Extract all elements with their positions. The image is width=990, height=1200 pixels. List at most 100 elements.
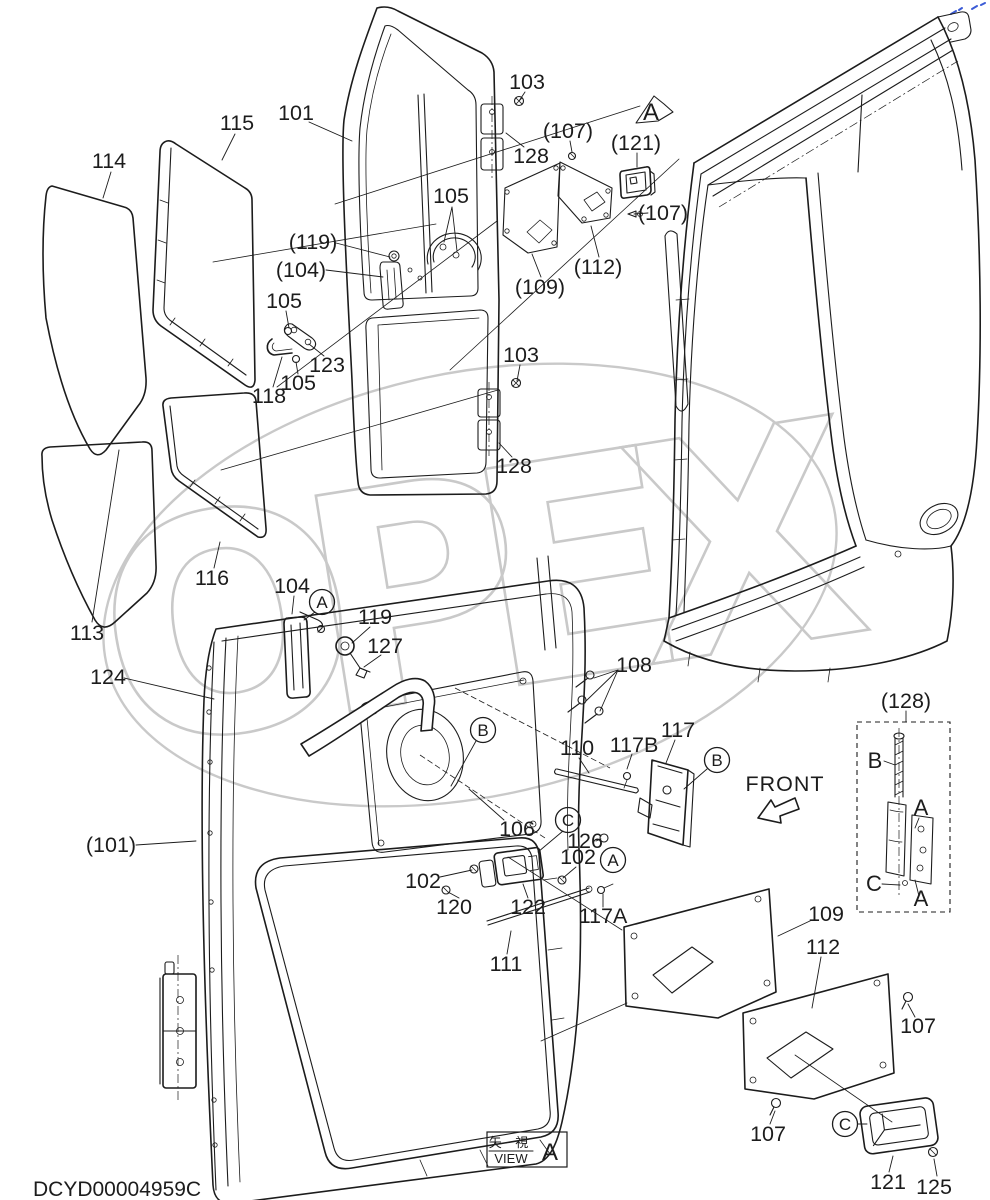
window-run-strips <box>536 555 557 651</box>
detail-letter-B-0: B <box>868 748 883 773</box>
drawing-code: DCYD00004959C <box>33 1178 201 1200</box>
callout-107-5: (107) <box>543 119 593 143</box>
hook-118 <box>266 338 293 356</box>
callout-101-2: 101 <box>278 101 314 125</box>
callout-117-28: 117 <box>661 718 695 742</box>
view-box-kanji: 矢 視 <box>489 1135 534 1150</box>
callout-103-0: 103 <box>509 70 545 94</box>
svg-text:C: C <box>562 811 574 830</box>
callout-118-16: 118 <box>252 384 286 408</box>
callout-121-42: 121 <box>870 1170 906 1194</box>
screw-107-top <box>567 151 577 161</box>
view-triangle-letter: A <box>643 99 659 126</box>
glass-panel-114 <box>42 185 147 456</box>
upper-door <box>342 6 525 496</box>
callout-107-40: 107 <box>900 1014 936 1038</box>
front-arrow <box>757 797 800 824</box>
callout-105-7: 105 <box>433 184 469 208</box>
callout-107-41: 107 <box>750 1122 786 1146</box>
panel-109-top <box>502 162 561 254</box>
panel-109-bottom <box>623 888 777 1019</box>
callout-105-15: 105 <box>280 371 316 395</box>
callout-128-44: (128) <box>881 689 931 713</box>
handle-121-bottom <box>859 1097 939 1155</box>
front-label: FRONT <box>745 772 824 796</box>
svg-text:B: B <box>477 721 488 740</box>
glass-panel-113 <box>41 441 157 628</box>
callout-109-12: (109) <box>515 275 565 299</box>
bolt-117B <box>622 771 632 789</box>
panel-112-top <box>557 161 613 224</box>
callout-112-39: 112 <box>806 935 840 959</box>
callout-104-10: (104) <box>276 258 326 282</box>
view-box-letter: A <box>542 1139 558 1166</box>
screw-105-b <box>291 354 301 364</box>
svg-text:C: C <box>839 1115 851 1134</box>
callout-104-21: 104 <box>274 574 310 598</box>
callout-105-13: 105 <box>266 289 302 313</box>
screw-103-bottom <box>510 377 522 389</box>
callout-116-19: 116 <box>195 566 229 590</box>
callout-102-32: 102 <box>560 845 596 869</box>
cab-structure <box>663 11 981 683</box>
striker-122 <box>478 846 545 888</box>
circled-letters: A B B C A C <box>308 588 859 1138</box>
alignment-lines <box>212 105 893 1123</box>
screw-125 <box>927 1146 939 1158</box>
view-ref-triangle: A <box>635 95 674 126</box>
view-a-box: 矢 視 VIEW A <box>486 1131 568 1168</box>
callout-108-25: 108 <box>616 653 652 677</box>
callout-123-14: 123 <box>309 353 345 377</box>
circled-letter-A-0: A <box>308 588 336 616</box>
rod-111 <box>486 883 614 926</box>
detail-letter-A-3: A <box>914 886 929 911</box>
callout-117B-27: 117B <box>610 733 659 757</box>
screw-102-right <box>557 875 567 885</box>
callout-124-24: 124 <box>90 665 126 689</box>
glass-panel-116 <box>162 392 267 539</box>
callout-117A-36: 117A <box>579 904 628 928</box>
lower-door <box>159 579 611 1200</box>
rod-110 <box>553 768 639 794</box>
callout-103-17: 103 <box>503 343 539 367</box>
callout-128-18: 128 <box>496 454 532 478</box>
bolts-108 <box>567 670 604 724</box>
detail-letters: B A C A <box>866 748 929 911</box>
leader-lines <box>91 91 938 1177</box>
callout-106-30: 106 <box>499 817 535 841</box>
circled-letter-B-2: B <box>703 746 731 774</box>
callout-102-33: 102 <box>405 869 441 893</box>
detail-letter-A-1: A <box>914 795 929 820</box>
callout-121-6: (121) <box>611 131 661 155</box>
callout-112-11: (112) <box>574 255 623 279</box>
callout-110-26: 110 <box>560 736 594 760</box>
screw-107-bottom <box>769 1097 782 1116</box>
blue-marks <box>950 2 986 15</box>
callout-107-8: (107) <box>638 201 688 225</box>
callout-119-22: 119 <box>358 605 392 629</box>
circled-letter-C-3: C <box>554 806 582 834</box>
callout-128-4: 128 <box>513 144 549 168</box>
view-box-view-label: VIEW <box>494 1151 528 1166</box>
callout-126-31: 126 <box>567 829 603 853</box>
screw-105-a <box>283 326 293 336</box>
svg-text:B: B <box>711 751 722 770</box>
callout-122-35: 122 <box>510 895 546 919</box>
callout-119-9: (119) <box>289 230 338 254</box>
callout-113-20: 113 <box>70 621 104 645</box>
detail-box-128 <box>856 721 951 913</box>
callout-109-38: 109 <box>808 902 844 926</box>
panel-112-bottom <box>742 973 895 1100</box>
switch-121-top <box>619 166 656 199</box>
nut-126 <box>599 833 609 843</box>
detail-letter-C-2: C <box>866 871 882 896</box>
callout-127-23: 127 <box>367 634 403 658</box>
circled-letter-B-1: B <box>469 716 497 744</box>
screw-107-topright <box>901 991 914 1010</box>
svg-text:A: A <box>607 851 619 870</box>
latch-117 <box>637 759 695 848</box>
svg-text:A: A <box>316 593 328 612</box>
circled-letter-C-5: C <box>831 1110 859 1138</box>
